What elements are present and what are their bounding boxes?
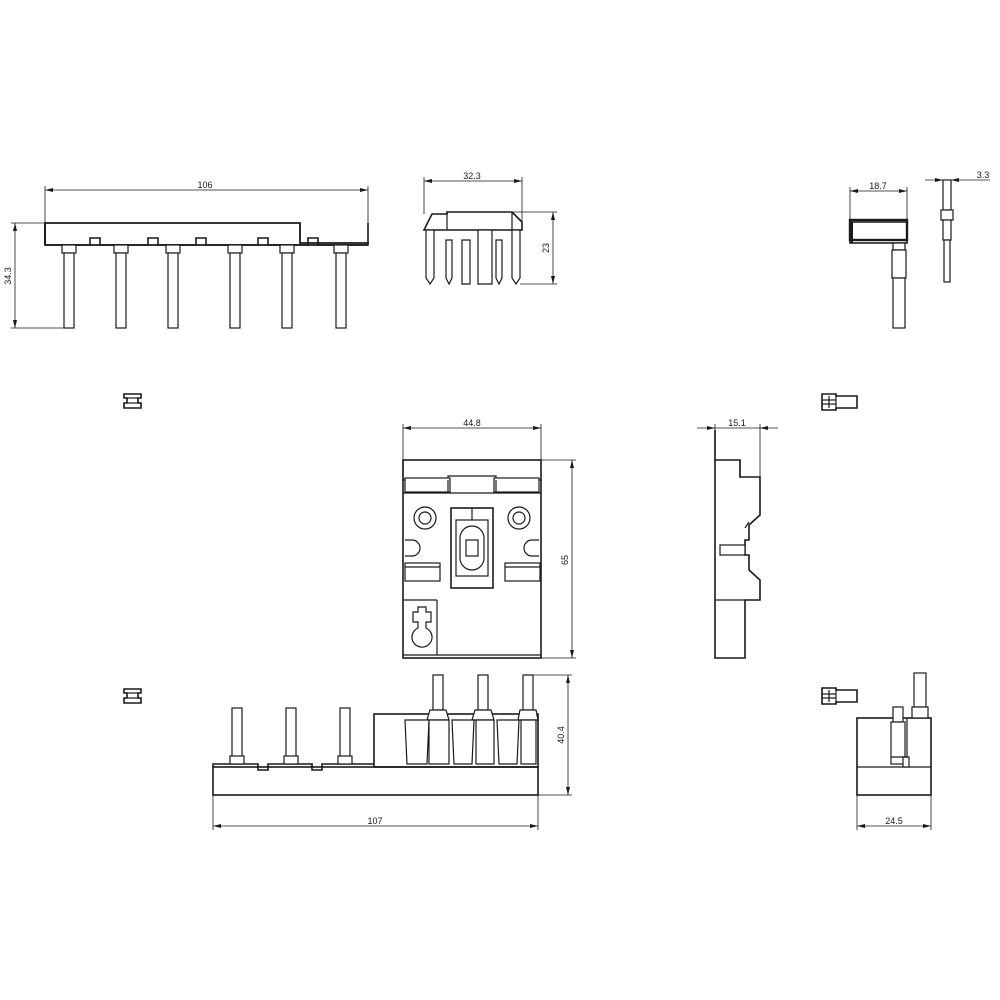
front-view-six-pins	[11, 186, 369, 329]
side-view-top	[422, 177, 557, 286]
dim-65-label: 65	[560, 555, 570, 565]
dim-44-8-label: 44.8	[463, 418, 481, 428]
side-view-center	[697, 424, 778, 659]
dim-34-3-label: 34.3	[3, 267, 13, 285]
dim-106-label: 106	[197, 180, 212, 190]
dim-32-3-label: 32.3	[463, 171, 481, 181]
dim-23-label: 23	[541, 243, 551, 253]
top-view-center	[402, 424, 576, 659]
dim-24-5-label: 24.5	[885, 816, 903, 826]
clip-symbol-right-upper	[821, 393, 858, 411]
end-view-top	[848, 187, 909, 329]
clip-symbol-left-upper	[123, 393, 142, 409]
clip-symbol-left-lower	[123, 688, 142, 704]
bottom-end-view	[856, 672, 932, 830]
dim-3-3-label: 3.3	[977, 170, 990, 180]
dim-15-1-label: 15.1	[728, 418, 746, 428]
dim-40-4-label: 40.4	[556, 726, 566, 744]
bottom-front-view	[212, 674, 572, 830]
pin-profile-view	[925, 178, 990, 283]
dim-107-label: 107	[367, 816, 382, 826]
dim-18-7-label: 18.7	[869, 181, 887, 191]
clip-symbol-right-lower	[821, 687, 858, 705]
